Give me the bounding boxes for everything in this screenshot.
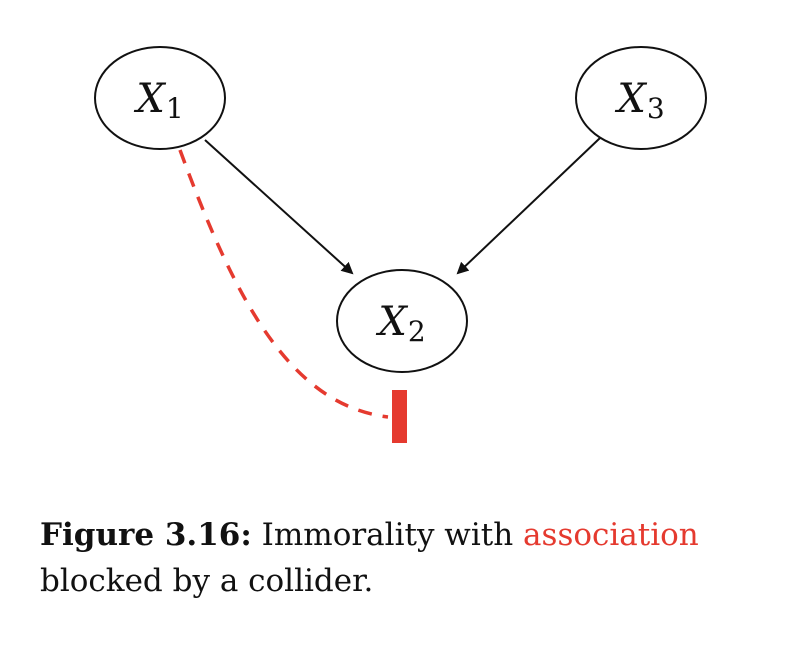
node-x1-ellipse <box>94 46 226 150</box>
association-path-dashed <box>178 149 389 419</box>
figure-caption: Figure 3.16: Immorality with association… <box>40 512 760 604</box>
node-x1: X1 <box>94 46 226 150</box>
causal-graph-diagram: X1 X3 X2 <box>94 46 707 443</box>
node-x3-ellipse <box>575 46 707 150</box>
association-blocked-bar <box>392 390 407 443</box>
node-x3-var: X <box>614 76 647 122</box>
edge-x1-to-x2 <box>204 139 354 275</box>
node-x1-label: X1 <box>133 76 183 125</box>
node-x3-label: X3 <box>614 76 664 125</box>
node-x2-subscript: 2 <box>408 315 426 348</box>
node-x2-ellipse <box>336 269 468 373</box>
caption-text-before: Immorality with <box>251 517 524 553</box>
node-x2-var: X <box>375 299 408 345</box>
node-x3-subscript: 3 <box>647 92 665 125</box>
node-x3: X3 <box>575 46 707 150</box>
edge-x3-to-x2 <box>456 137 601 275</box>
node-x1-subscript: 1 <box>166 92 184 125</box>
node-x2: X2 <box>336 269 468 373</box>
caption-figure-label: Figure 3.16: <box>40 517 252 553</box>
node-x1-var: X <box>133 76 166 122</box>
caption-text-after: blocked by a collider. <box>40 563 374 599</box>
caption-association-link[interactable]: association <box>523 517 699 553</box>
node-x2-label: X2 <box>375 299 425 348</box>
